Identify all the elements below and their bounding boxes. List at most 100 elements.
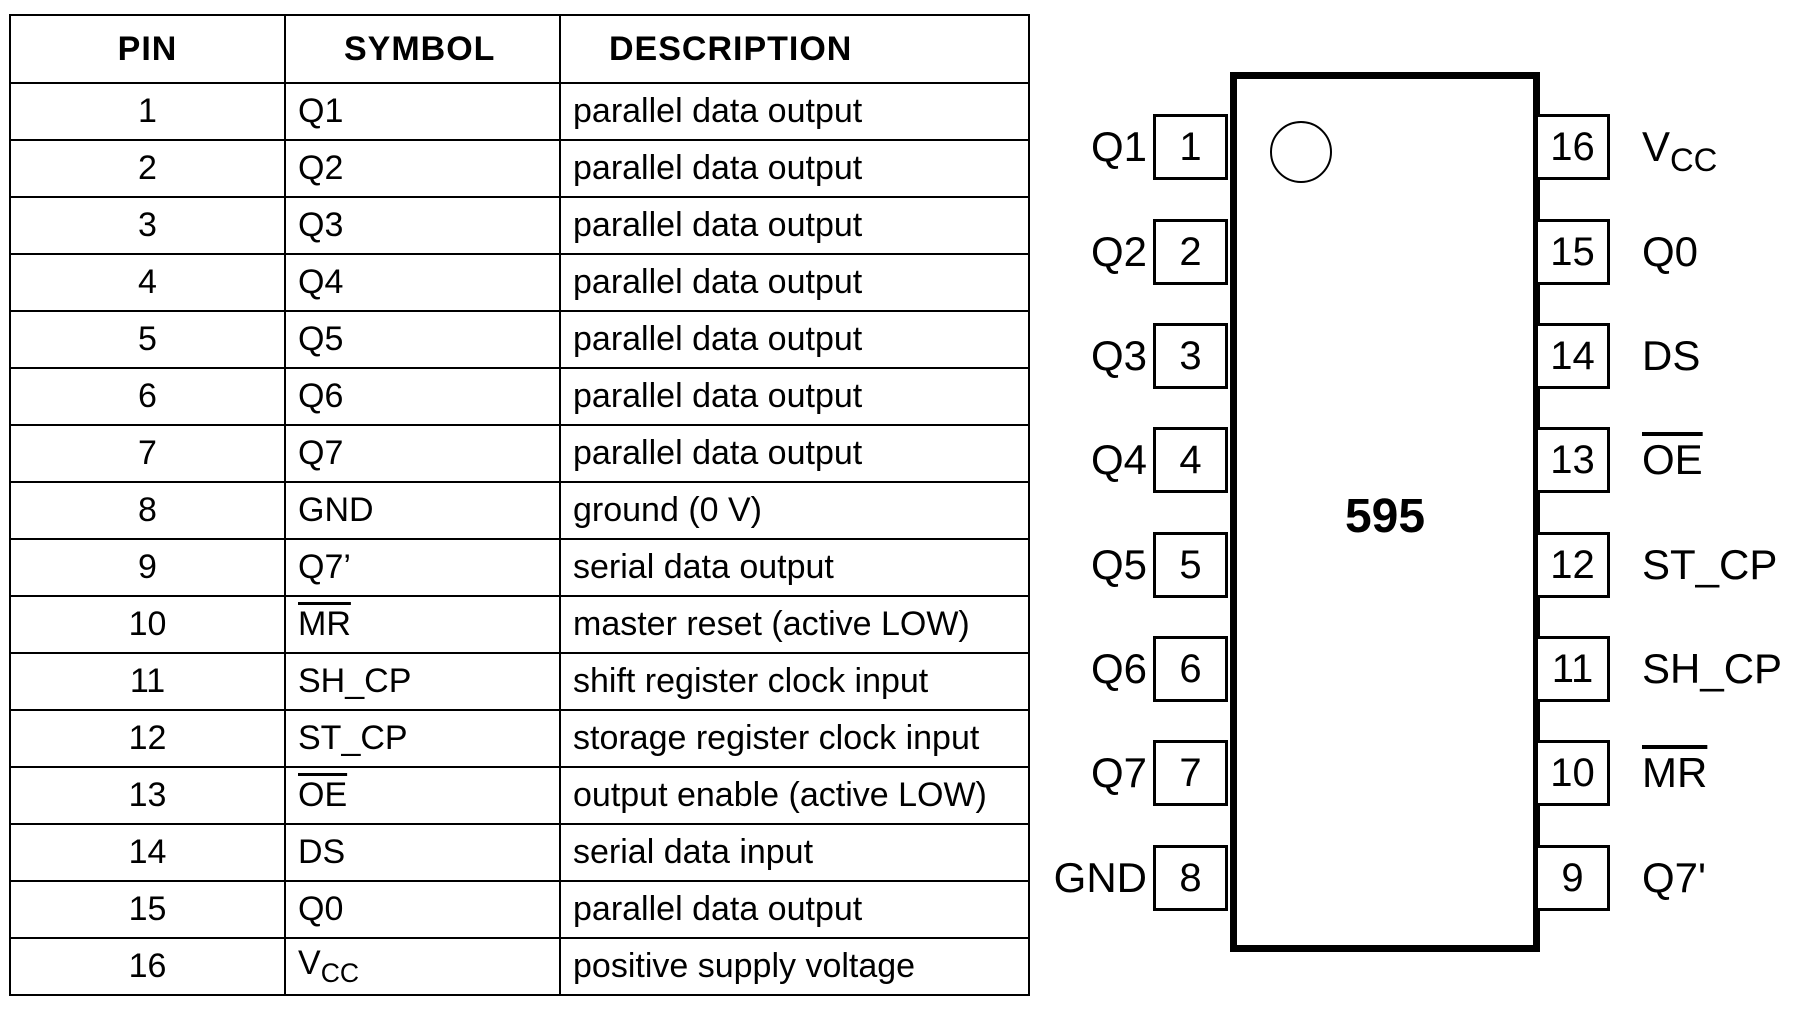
cell-pin: 7 (9, 424, 286, 483)
pin-box-left: 6 (1153, 636, 1228, 702)
pin-label-left: Q6 (1090, 645, 1147, 692)
cell-description: parallel data output (559, 367, 1030, 426)
cell-pin: 9 (9, 538, 286, 597)
cell-symbol: Q6 (284, 367, 561, 426)
pin-box-right: 13 (1535, 427, 1610, 493)
cell-description: serial data output (559, 538, 1030, 597)
cell-pin: 3 (9, 196, 286, 255)
pin-box-right: 10 (1535, 740, 1610, 806)
pin-label-left: Q2 (1090, 228, 1147, 275)
cell-pin: 1 (9, 82, 286, 141)
cell-description: parallel data output (559, 82, 1030, 141)
vcc-main: V (1642, 123, 1671, 170)
cell-pin: 12 (9, 709, 286, 768)
cell-description: positive supply voltage (559, 937, 1030, 996)
pin-box-right: 14 (1535, 323, 1610, 389)
pin-box-right: 16 (1535, 114, 1610, 180)
cell-description: output enable (active LOW) (559, 766, 1030, 825)
cell-description: storage register clock input (559, 709, 1030, 768)
cell-description: serial data input (559, 823, 1030, 882)
chip-body: 595 (1230, 72, 1540, 952)
cell-symbol: SH_CP (284, 652, 561, 711)
table-header: PIN SYMBOL DESCRIPTION (9, 14, 1030, 84)
pin-label-left: Q3 (1090, 332, 1147, 379)
pin-label-left: Q4 (1090, 436, 1147, 483)
pin-box-left: 8 (1153, 845, 1228, 911)
pin-label-right: OE (1642, 436, 1703, 483)
vcc-main: V (298, 944, 321, 983)
cell-description: parallel data output (559, 310, 1030, 369)
cell-pin: 13 (9, 766, 286, 825)
pin-label-right: Q0 (1642, 228, 1699, 275)
chip-pinout-diagram: 595 Q1 1 Q2 2 Q3 3 Q4 4 Q5 5 Q6 6 Q7 7 G… (1030, 0, 1800, 1025)
cell-symbol: MR (284, 595, 561, 654)
pin-box-left: 5 (1153, 532, 1228, 598)
cell-symbol: ST_CP (284, 709, 561, 768)
pin-label-left: Q5 (1090, 541, 1147, 588)
header-description: DESCRIPTION (559, 14, 1030, 84)
pin-label-right: ST_CP (1642, 541, 1778, 588)
cell-pin: 8 (9, 481, 286, 540)
cell-pin: 2 (9, 139, 286, 198)
chip-name: 595 (1344, 490, 1426, 543)
cell-pin: 4 (9, 253, 286, 312)
pin-box-left: 2 (1153, 219, 1228, 285)
cell-pin: 11 (9, 652, 286, 711)
cell-description: parallel data output (559, 424, 1030, 483)
pin-box-left: 4 (1153, 427, 1228, 493)
cell-pin: 10 (9, 595, 286, 654)
cell-pin: 16 (9, 937, 286, 996)
vcc-sub: CC (1670, 140, 1718, 178)
pin-label-right: SH_CP (1642, 645, 1783, 692)
cell-symbol: Q3 (284, 196, 561, 255)
pin-label-left: GND (1053, 854, 1147, 901)
cell-symbol: Q7’ (284, 538, 561, 597)
pin-label-right: MR (1642, 749, 1708, 796)
cell-symbol: Q2 (284, 139, 561, 198)
pin1-notch-icon (1270, 121, 1332, 183)
cell-description: ground (0 V) (559, 481, 1030, 540)
pin-box-left: 1 (1153, 114, 1228, 180)
cell-symbol: Q4 (284, 253, 561, 312)
oe-symbol: OE (298, 776, 348, 814)
cell-description: parallel data output (559, 196, 1030, 255)
cell-symbol: Q5 (284, 310, 561, 369)
cell-description: parallel data output (559, 253, 1030, 312)
cell-symbol: Q0 (284, 880, 561, 939)
pin-label-right: Q7' (1642, 854, 1707, 901)
cell-symbol: DS (284, 823, 561, 882)
cell-symbol: VCC (284, 937, 561, 996)
pin-box-left: 3 (1153, 323, 1228, 389)
cell-description: parallel data output (559, 139, 1030, 198)
cell-description: parallel data output (559, 880, 1030, 939)
vcc-sub: CC (320, 957, 359, 988)
pin-box-right: 9 (1535, 845, 1610, 911)
cell-pin: 14 (9, 823, 286, 882)
pin-label-left: Q1 (1090, 123, 1147, 170)
pin-label-left: Q7 (1090, 749, 1147, 796)
pin-box-left: 7 (1153, 740, 1228, 806)
pin-label-right: DS (1642, 332, 1701, 379)
mr-symbol: MR (298, 605, 351, 643)
header-pin: PIN (9, 14, 286, 84)
cell-pin: 5 (9, 310, 286, 369)
table-row: 13 OE output enable (active LOW) (9, 766, 1030, 825)
pin-box-right: 11 (1535, 636, 1610, 702)
cell-pin: 15 (9, 880, 286, 939)
cell-symbol: Q1 (284, 82, 561, 141)
